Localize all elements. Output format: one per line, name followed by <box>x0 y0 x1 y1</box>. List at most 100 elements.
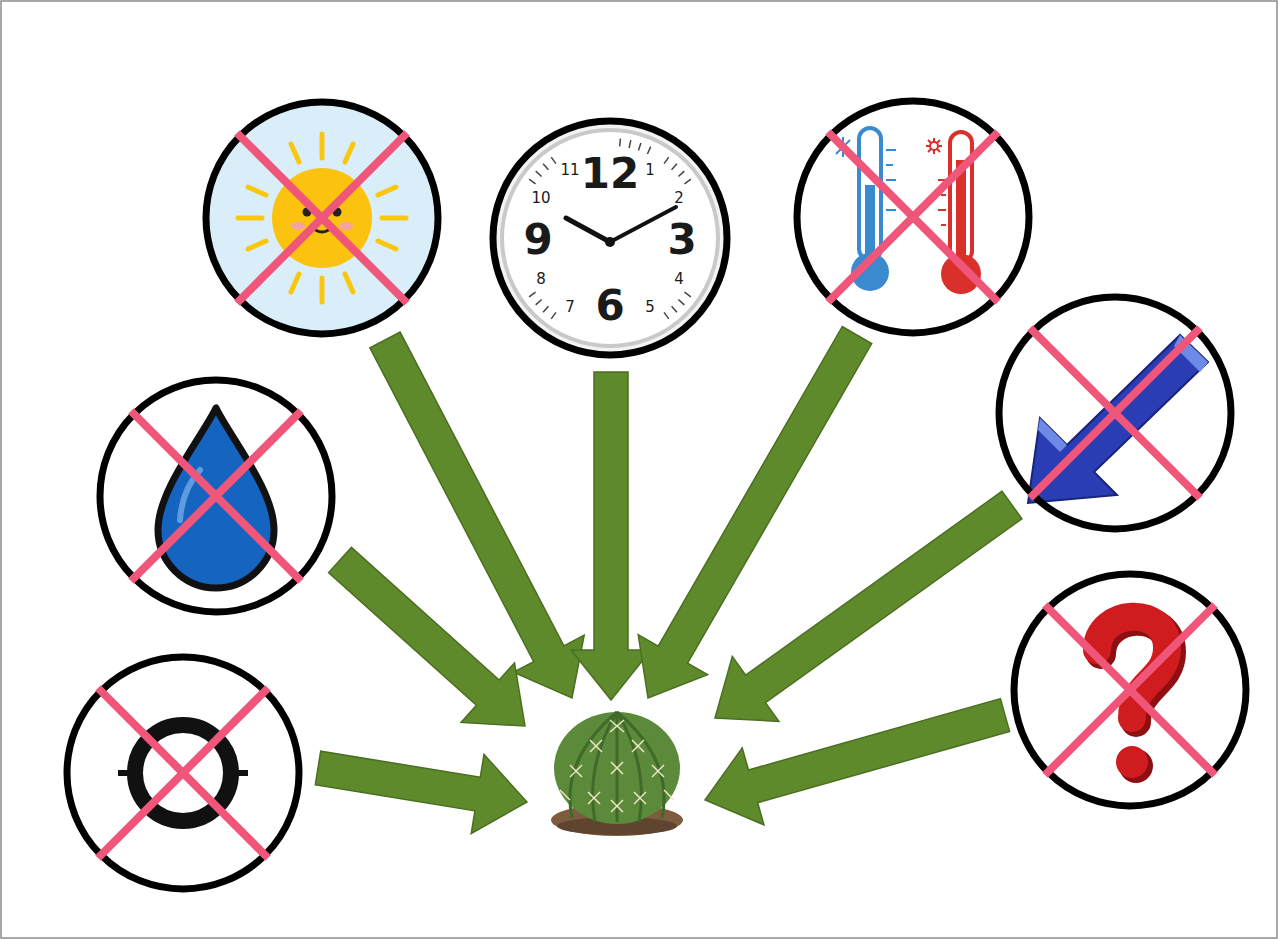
clock-icon <box>605 237 615 247</box>
icon-circle <box>100 380 332 612</box>
cross-mark <box>98 132 1215 858</box>
clock-numeral: 12 <box>581 153 639 195</box>
cactus-illustration <box>590 740 602 752</box>
thermometer-icon <box>886 179 896 181</box>
cactus-illustration <box>570 712 617 818</box>
cactus-illustration <box>570 712 664 822</box>
sun-icon <box>382 216 406 221</box>
icon-circle <box>1014 574 1246 806</box>
cross-mark <box>1030 328 1200 498</box>
block-arrow <box>715 491 1022 721</box>
sun-icon <box>339 222 353 230</box>
cactus-illustration <box>554 712 680 824</box>
cross-mark <box>131 411 301 581</box>
clock-icon <box>619 139 621 147</box>
block-arrow <box>315 327 1022 834</box>
clock-icon <box>647 147 650 154</box>
clock-icon <box>543 164 548 170</box>
clock-icon <box>551 157 556 163</box>
cross-mark <box>98 688 268 858</box>
cross-mark <box>237 133 407 303</box>
icon-circle <box>999 297 1231 529</box>
clock-numeral: 1 <box>645 163 655 178</box>
question-mark-icon <box>1116 746 1148 778</box>
cactus-illustration <box>570 765 582 777</box>
sun-icon <box>345 144 353 162</box>
cactus-illustration <box>560 720 674 812</box>
clock-icon <box>566 218 610 242</box>
cactus-illustration <box>570 765 582 777</box>
sun-icon <box>291 144 299 162</box>
sun-icon <box>248 187 266 195</box>
block-arrow <box>370 332 584 698</box>
sun-icon <box>208 104 436 332</box>
sun-icon <box>248 241 266 249</box>
cross-mark <box>1045 605 1215 775</box>
thermometer-icon <box>886 164 893 166</box>
sun-icon <box>208 104 436 332</box>
clock-numeral: 5 <box>645 300 655 315</box>
clock-numeral: 8 <box>536 272 546 287</box>
block-arrow <box>705 699 1010 825</box>
clock-icon <box>684 292 690 297</box>
clock-icon <box>664 312 669 318</box>
sun-icon <box>378 187 396 195</box>
thermometer-icon <box>938 209 946 211</box>
ring-symbol <box>118 770 135 776</box>
sun-icon <box>378 241 396 249</box>
clock-icon <box>672 164 677 170</box>
clock-numeral: 7 <box>565 300 575 315</box>
cactus-illustration <box>611 762 623 774</box>
clock-icon <box>678 300 684 305</box>
thermometer-icon <box>886 209 896 211</box>
clock-icon <box>551 312 556 318</box>
thermometer-icon <box>941 194 946 196</box>
clock-icon <box>664 157 669 163</box>
blue-arrow-icon <box>1038 418 1067 452</box>
clock-icon <box>629 140 631 148</box>
thermometer-icon <box>930 142 938 150</box>
ring-symbol <box>231 770 248 776</box>
question-mark-icon <box>1097 617 1171 783</box>
icon-circle <box>67 101 1246 889</box>
sun-icon <box>320 278 325 302</box>
cactus-illustration <box>590 740 602 752</box>
clock-numeral: 6 <box>595 285 624 327</box>
clock-icon <box>529 179 535 184</box>
cactus-illustration <box>652 765 664 777</box>
icon-circle <box>797 101 1029 333</box>
clock-icon <box>543 306 548 312</box>
clock-numeral: 10 <box>531 191 550 206</box>
cactus-illustration <box>560 790 570 800</box>
sun-icon <box>345 274 353 292</box>
clock-icon <box>536 171 542 176</box>
cross-mark <box>1045 605 1215 775</box>
sun-icon <box>238 134 406 302</box>
cactus-illustration <box>551 712 683 836</box>
cactus-illustration <box>664 790 674 800</box>
cactus-illustration <box>611 800 623 812</box>
clock-icon <box>496 124 724 352</box>
cactus-illustration <box>617 712 664 818</box>
cross-mark <box>237 133 407 303</box>
clock-icon <box>529 292 535 297</box>
sun-icon <box>291 222 305 230</box>
block-arrow <box>329 547 525 726</box>
cross-mark <box>828 132 998 302</box>
block-arrow <box>571 372 651 700</box>
clock-numeral: 3 <box>667 219 696 261</box>
cactus-illustration <box>588 792 600 804</box>
clock-icon <box>672 306 677 312</box>
thermometer-icon <box>928 140 940 152</box>
clock-icon <box>684 179 690 184</box>
cross-mark <box>828 132 998 302</box>
cactus-illustration <box>610 720 624 732</box>
cactus-illustration <box>652 765 664 777</box>
sun-icon <box>320 134 325 158</box>
cactus-illustration <box>632 740 644 752</box>
cross-mark <box>1030 328 1200 498</box>
icon-circle <box>493 121 727 355</box>
